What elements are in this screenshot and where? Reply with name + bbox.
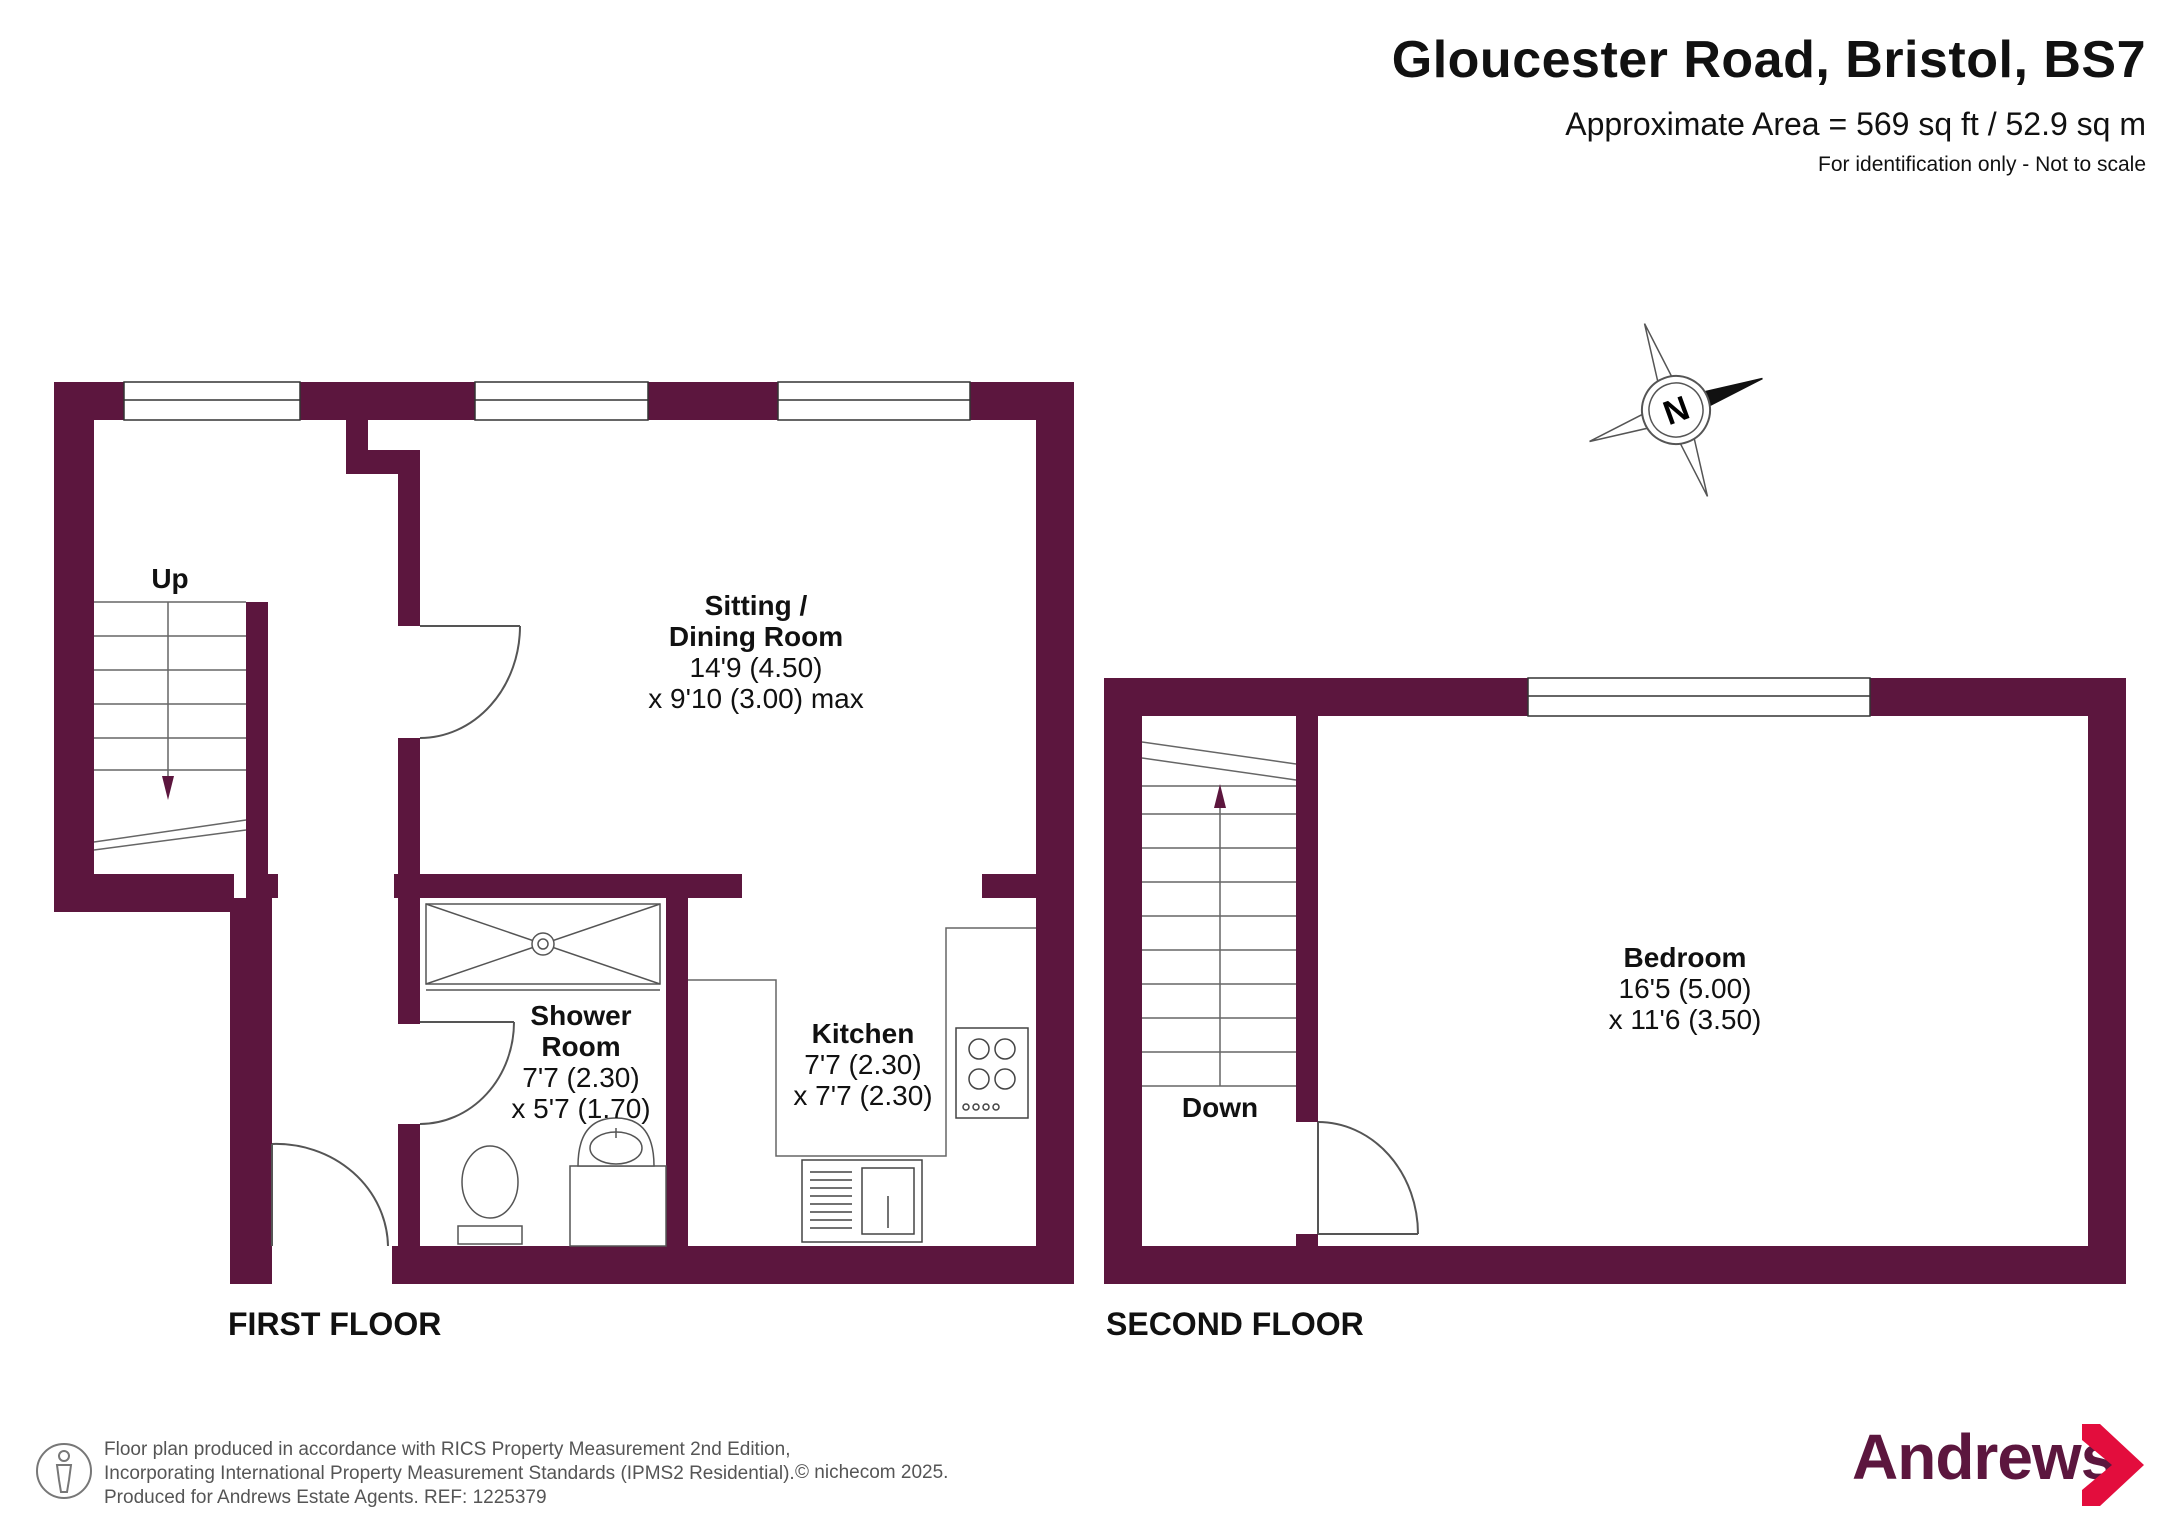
first-floor-doors xyxy=(271,625,521,1247)
kitchen-counters xyxy=(688,927,1036,1157)
stairs-down-label: Down xyxy=(1181,1092,1259,1123)
bedroom-name: Bedroom xyxy=(1623,942,1747,973)
second-floor-label: SECOND FLOOR xyxy=(1106,1306,1364,1342)
approximate-area: Approximate Area = 569 sq ft / 52.9 sq m xyxy=(1565,106,2146,142)
person-icon xyxy=(36,1443,92,1499)
kitchen-dim-2: x 7'7 (2.30) xyxy=(793,1080,933,1111)
basin xyxy=(569,1117,667,1247)
footer-line-2: Incorporating International Property Mea… xyxy=(104,1463,795,1484)
kitchen-sink xyxy=(801,1159,923,1243)
shower-room-name-2: Room xyxy=(541,1031,621,1062)
copyright-text: © nichecom 2025. xyxy=(795,1462,949,1483)
brand-logo: Andrews xyxy=(1852,1421,2116,1493)
footer-text: Floor plan produced in accordance with R… xyxy=(104,1438,795,1510)
first-floor-walls xyxy=(54,382,1074,1284)
shower-room-dim-2: x 5'7 (1.70) xyxy=(511,1093,651,1124)
first-floor-windows xyxy=(123,381,971,421)
toilet xyxy=(457,1145,523,1245)
bedroom-dim-2: x 11'6 (3.50) xyxy=(1608,1004,1762,1035)
footer-line-1: Floor plan produced in accordance with R… xyxy=(104,1439,791,1460)
bedroom-label: Bedroom 16'5 (5.00) x 11'6 (3.50) xyxy=(1609,942,1762,1035)
sitting-room-dim-1: 14'9 (4.50) xyxy=(689,652,823,683)
compass-rose-icon: N xyxy=(1589,323,1763,497)
sitting-room-name-2: Dining Room xyxy=(668,621,844,652)
stairs-up-label: Up xyxy=(151,563,189,594)
chevron-right-icon xyxy=(2082,1424,2144,1506)
shower-room-dim-1: 7'7 (2.30) xyxy=(522,1062,640,1093)
bedroom-door xyxy=(1317,1121,1419,1235)
footer-line-3: Produced for Andrews Estate Agents. REF:… xyxy=(104,1487,547,1508)
second-floor-staircase xyxy=(1141,741,1297,1087)
shower-room-label: Shower Room 7'7 (2.30) x 5'7 (1.70) xyxy=(511,1000,650,1124)
shower-tray xyxy=(425,903,661,991)
first-floor-staircase xyxy=(93,601,247,851)
page-title: Gloucester Road, Bristol, BS7 xyxy=(1391,31,2146,89)
second-floor-walls xyxy=(1104,678,2126,1284)
kitchen-name: Kitchen xyxy=(811,1018,915,1049)
bedroom-dim-1: 16'5 (5.00) xyxy=(1618,973,1752,1004)
shower-room-name-1: Shower xyxy=(530,1000,632,1031)
scale-note: For identification only - Not to scale xyxy=(1818,153,2146,176)
kitchen-label: Kitchen 7'7 (2.30) x 7'7 (2.30) xyxy=(793,1018,932,1111)
second-floor-window xyxy=(1527,677,1871,717)
hob xyxy=(955,1027,1029,1119)
sitting-room-dim-2: x 9'10 (3.00) max xyxy=(648,683,864,714)
kitchen-dim-1: 7'7 (2.30) xyxy=(804,1049,922,1080)
first-floor-label: FIRST FLOOR xyxy=(228,1306,442,1342)
sitting-room-label: Sitting / Dining Room 14'9 (4.50) x 9'10… xyxy=(648,590,863,714)
sitting-room-name-1: Sitting / xyxy=(704,590,808,621)
